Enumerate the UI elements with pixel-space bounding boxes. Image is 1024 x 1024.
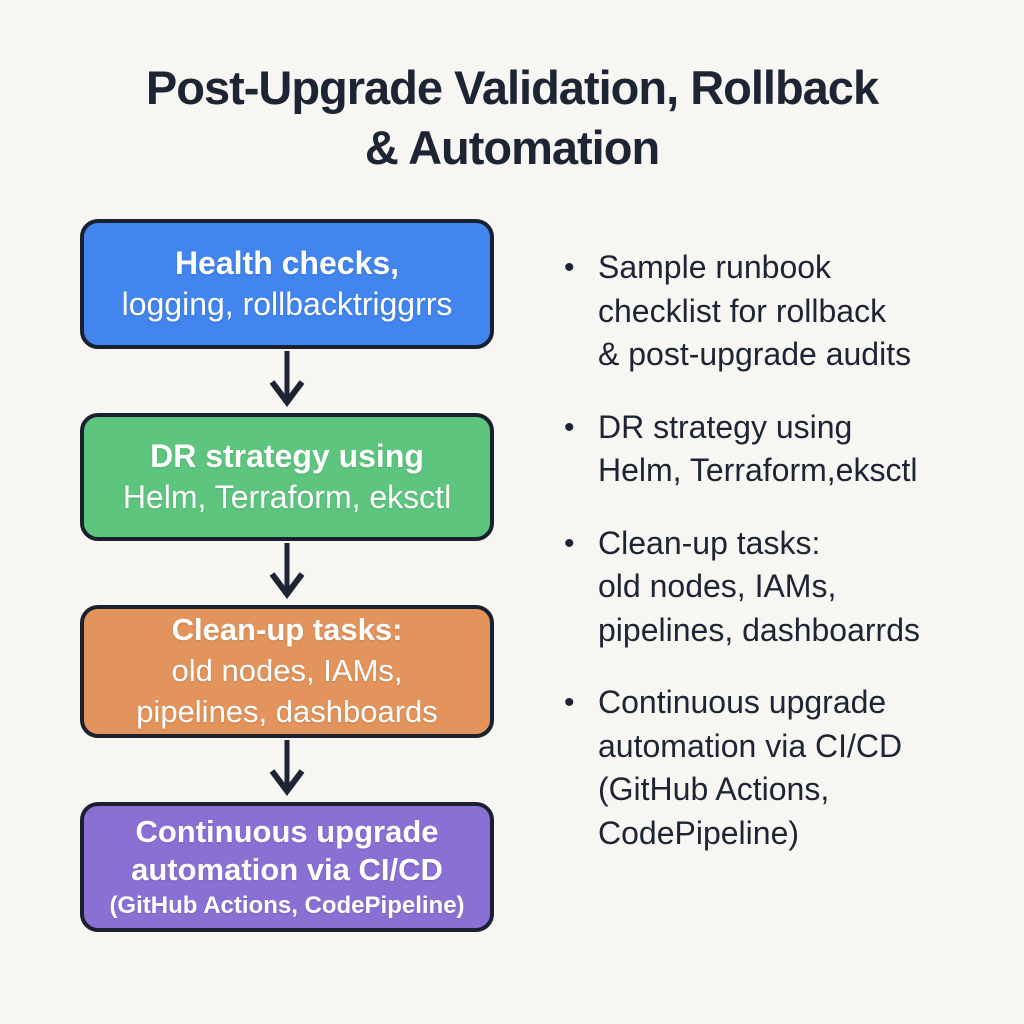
bullet-text: Sample runbook checklist for rollback & …	[598, 249, 912, 373]
node-text-line: old nodes, IAMs,	[171, 653, 403, 689]
node-text-subline: (GitHub Actions, CodePipeline)	[109, 892, 465, 920]
flow-node-health-checks: Health checks, logging, rollbacktriggrrs	[80, 219, 494, 349]
list-item: • Sample runbook checklist for rollback …	[556, 246, 996, 377]
flow-node-clean-up-tasks: Clean-up tasks: old nodes, IAMs, pipelin…	[80, 605, 494, 738]
bullet-dot: •	[564, 686, 575, 720]
node-text-line: Clean-up tasks:	[171, 612, 403, 648]
bullet-dot: •	[564, 526, 575, 560]
bullet-dot: •	[564, 251, 575, 284]
list-item: • Clean-up tasks: old nodes, IAMs, pipel…	[556, 522, 996, 653]
bullet-text: Clean-up tasks: old nodes, IAMs, pipelin…	[598, 524, 920, 648]
page-title-line-1: Post-Upgrade Validation, Rollback	[145, 61, 879, 114]
list-item: • Continuous upgrade automation via CI/C…	[556, 681, 996, 855]
arrow-down-icon	[269, 543, 305, 599]
flow-arrow-down	[80, 349, 494, 413]
node-text-line: automation via CI/CD	[131, 852, 443, 888]
flow-node-continuous-automation: Continuous upgrade automation via CI/CD …	[80, 802, 494, 932]
node-text-line: Health checks,	[174, 245, 400, 282]
node-text-line: Continuous upgrade	[135, 813, 439, 849]
bullet-text: Continuous upgrade automation via CI/CD …	[598, 684, 903, 851]
flow-arrow-down	[80, 738, 494, 802]
notes-list: • Sample runbook checklist for rollback …	[556, 246, 996, 884]
arrow-down-icon	[269, 351, 305, 407]
page-title: Post-Upgrade Validation, Rollback & Auto…	[0, 58, 1024, 178]
node-text-line: Helm, Terraform, eksctl	[122, 479, 452, 515]
list-item: • DR strategy using Helm, Terraform,eksc…	[556, 406, 996, 493]
flowchart: Health checks, logging, rollbacktriggrrs…	[80, 219, 494, 932]
node-text-line: pipelines, dashboards	[136, 693, 438, 729]
bullet-dot: •	[564, 410, 575, 444]
flow-arrow-down	[80, 541, 494, 605]
node-text-line: DR strategy using	[150, 438, 424, 475]
page-title-line-2: & Automation	[364, 121, 660, 175]
node-text-line: logging, rollbacktriggrrs	[121, 286, 453, 322]
flow-node-dr-strategy: DR strategy using Helm, Terraform, eksct…	[80, 413, 494, 541]
bullet-text: DR strategy using Helm, Terraform,eksctl	[598, 408, 918, 489]
arrow-down-icon	[269, 740, 305, 796]
